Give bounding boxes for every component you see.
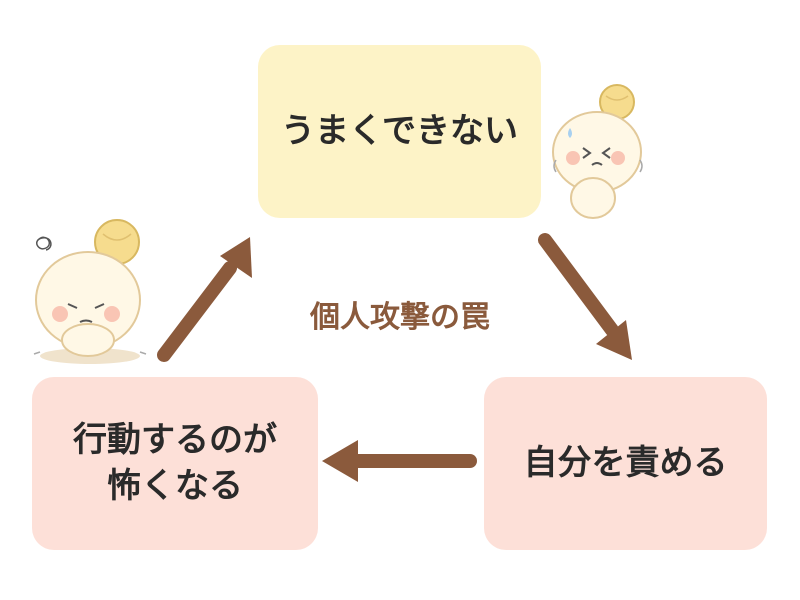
- center-title: 個人攻撃の罠: [310, 300, 490, 335]
- box-blame-self-text: 自分を責める: [523, 442, 728, 483]
- box-cant-do-well-text: うまくできない: [281, 110, 518, 151]
- box-afraid-to-act-line1: 行動するのが: [73, 419, 277, 460]
- box-blame-self: 自分を責める: [484, 377, 767, 550]
- box-afraid-to-act: 行動するのが 怖くなる: [32, 377, 318, 550]
- worried-character-icon: [552, 84, 643, 219]
- box-afraid-to-act-line2: 怖くなる: [107, 465, 243, 506]
- sad-character-icon: [33, 219, 147, 364]
- box-cant-do-well: うまくできない: [258, 45, 541, 218]
- arrow-right-to-left: [322, 440, 477, 482]
- arrow-left-to-top: [157, 237, 252, 362]
- arrow-top-to-right: [538, 233, 632, 360]
